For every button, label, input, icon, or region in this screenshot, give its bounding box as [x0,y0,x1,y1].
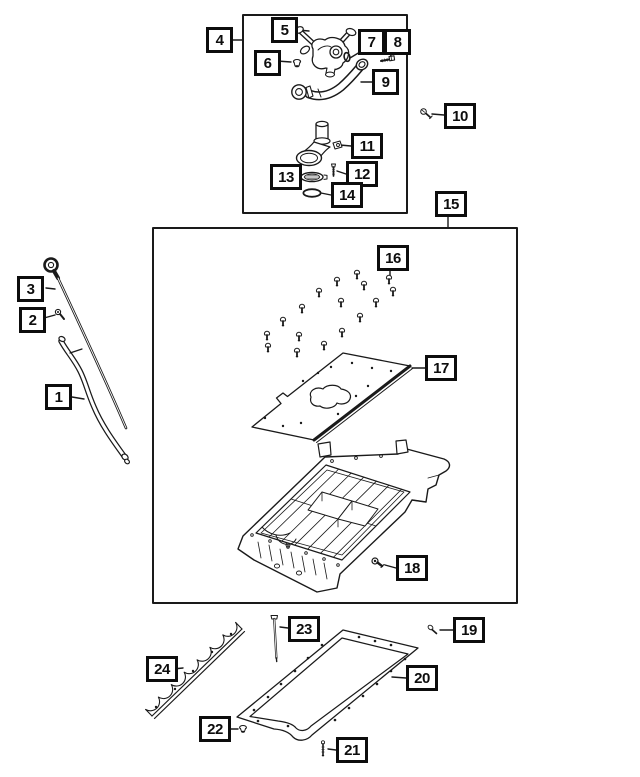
oil-pickup-art [295,120,343,167]
callout-9[interactable]: 9 [372,69,399,95]
callout-4[interactable]: 4 [206,27,233,53]
side-gasket-strip-art [145,621,246,720]
bolt-art-12 [331,163,336,177]
windage-tray-art [251,352,413,443]
o-ring-art-7 [343,51,351,63]
callout-6[interactable]: 6 [254,50,281,76]
callout-20[interactable]: 20 [406,665,438,691]
callout-23[interactable]: 23 [288,616,320,642]
sub-assembly-frame [242,14,408,214]
callout-3[interactable]: 3 [17,276,44,302]
o-ring-art-14 [302,188,322,198]
drain-plug-art [371,557,385,568]
screw-art-10 [420,108,433,120]
screw-art-19 [427,624,438,635]
callout-10[interactable]: 10 [444,103,476,129]
callout-21[interactable]: 21 [336,737,368,763]
bolt-art-21 [320,740,326,757]
oil-pump-bracket-art [294,26,357,78]
callout-17[interactable]: 17 [425,355,457,381]
callout-24[interactable]: 24 [146,656,178,682]
oil-pan-gasket-art [236,629,419,741]
callout-15[interactable]: 15 [435,191,467,217]
suction-tube-art [291,58,369,101]
oil-pan-art [237,439,451,593]
plug-art-22 [239,724,247,733]
callout-5[interactable]: 5 [271,17,298,43]
plug-art-6 [292,58,302,68]
tray-screws-art [263,269,397,359]
callout-13[interactable]: 13 [270,164,302,190]
callout-16[interactable]: 16 [377,245,409,271]
dipstick-tube-art [58,335,130,465]
callout-14[interactable]: 14 [331,182,363,208]
bolt-art-2 [54,308,65,320]
callout-11[interactable]: 11 [351,133,383,159]
dipstick-art [43,257,128,430]
callout-19[interactable]: 19 [453,617,485,643]
callout-1[interactable]: 1 [45,384,72,410]
callout-8[interactable]: 8 [384,29,411,55]
callout-2[interactable]: 2 [19,307,46,333]
bolt-art-8 [380,55,396,63]
callout-18[interactable]: 18 [396,555,428,581]
callout-22[interactable]: 22 [199,716,231,742]
callout-7[interactable]: 7 [358,29,385,55]
main-assembly-frame [152,227,518,604]
stud-art-23 [270,615,278,663]
